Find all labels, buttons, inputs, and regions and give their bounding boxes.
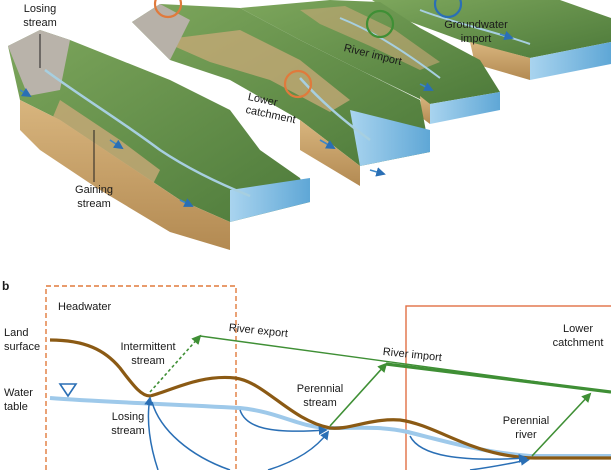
label-perennial-river-1: Perennial [503, 415, 549, 427]
label-losing-stream-1: Losing [24, 3, 56, 15]
river-main-line [385, 362, 611, 394]
label-intermittent-stream-1: Intermittent [120, 341, 175, 353]
panel-b-schematic: b Headwater Lower catchment Land sur [2, 279, 611, 470]
groundwater-flow-arrows [144, 396, 530, 470]
label-river-export: River export [228, 322, 288, 340]
label-lower-catchment-b-1: Lower [563, 323, 593, 335]
label-land-surface-1: Land [4, 327, 28, 339]
label-land-surface-2: surface [4, 341, 40, 353]
perennial-river-export-arrow [531, 392, 592, 457]
terrain-block-lower-catchment [132, 4, 430, 186]
intermittent-stream-export-arrow [149, 334, 202, 393]
water-table-symbol-icon [58, 383, 78, 398]
label-groundwater-import-2: import [461, 33, 492, 45]
label-losing-stream-b-1: Losing [112, 411, 144, 423]
land-surface-line [49, 338, 611, 460]
label-perennial-stream-2: stream [303, 397, 337, 409]
label-perennial-stream-1: Perennial [297, 383, 343, 395]
river-import-highlight-circle [365, 9, 395, 39]
terrain-block-river-import [240, 0, 500, 124]
label-perennial-river-2: river [515, 429, 537, 441]
headwater-highlight-circle [153, 0, 183, 19]
label-water-table-2: table [4, 401, 28, 413]
terrain-block-groundwater [372, 0, 611, 80]
label-intermittent-stream-2: stream [131, 355, 165, 367]
terrain-block-headwater [8, 30, 310, 250]
lower-catchment-highlight-circle [283, 69, 313, 99]
perennial-stream-export-arrow [329, 362, 388, 427]
terrain-flow-arrows [19, 31, 514, 207]
label-gaining-stream-2: stream [77, 198, 111, 210]
lower-catchment-box [405, 305, 611, 470]
label-losing-stream-b-2: stream [111, 425, 145, 437]
label-gaining-stream-1: Gaining [75, 184, 113, 196]
label-groundwater-import-1: Groundwater [444, 19, 508, 31]
panel-a-illustration: Losing stream Gaining stream Lower catch… [8, 0, 611, 250]
label-water-table-1: Water [4, 387, 33, 399]
headwater-box [45, 285, 237, 470]
label-losing-stream-2: stream [23, 17, 57, 29]
panel-b-letter: b [2, 279, 9, 293]
label-lower-catchment-b-2: catchment [553, 337, 604, 349]
groundwater-import-highlight-circle [433, 0, 463, 19]
label-headwater: Headwater [58, 301, 112, 313]
